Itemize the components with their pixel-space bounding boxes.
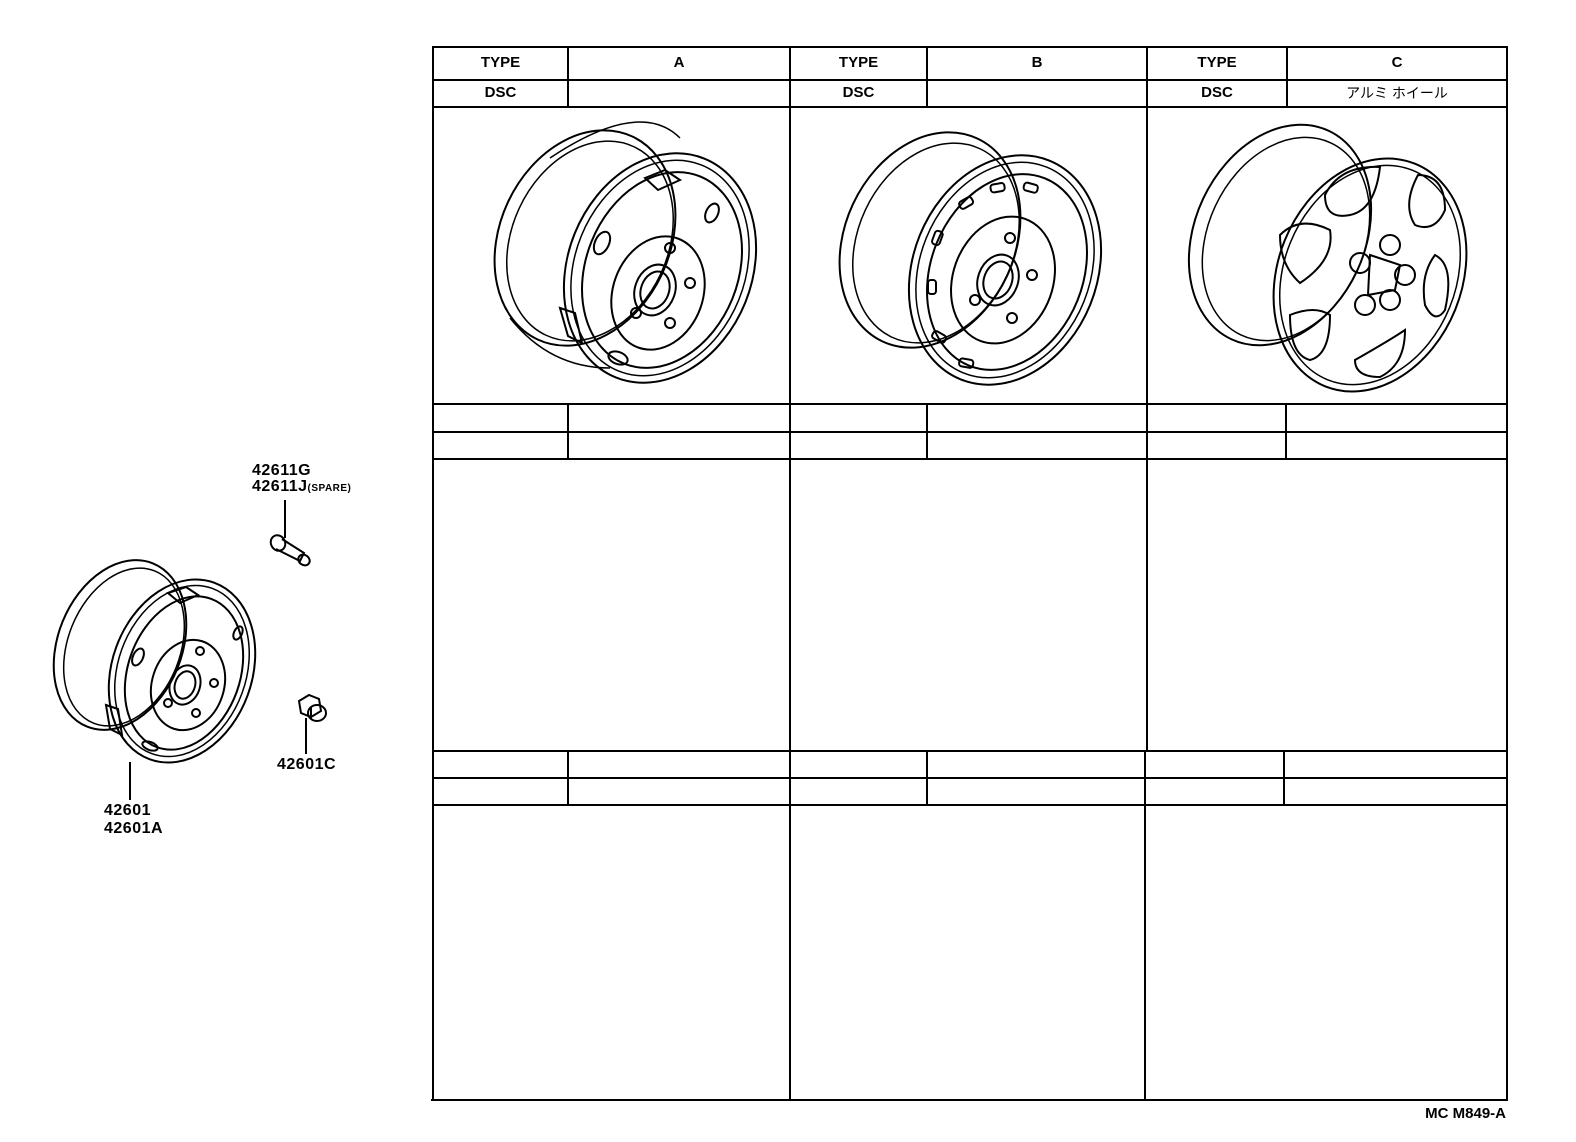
row-divider [433, 804, 1508, 806]
valve-spare-part-number: 42611J(SPARE) [252, 479, 351, 497]
type-value-b: B [1031, 54, 1043, 71]
type-value-a: A [673, 54, 685, 71]
row-divider [433, 79, 1508, 81]
row-divider [433, 403, 1508, 405]
table-border-right [1506, 46, 1508, 1101]
dsc-value-c: アルミ ホイール [1346, 85, 1448, 101]
row-divider [433, 777, 1508, 779]
inner-divider [1286, 46, 1288, 108]
disc-wheel-icon [52, 559, 257, 764]
inner-divider [926, 403, 928, 460]
row-divider [433, 750, 1508, 752]
dsc-label-a: DSC [484, 84, 517, 101]
column-divider [1146, 46, 1148, 451]
row-divider [433, 458, 1508, 460]
diagram-code: MC M849-A [1425, 1105, 1506, 1122]
wheel-alt-part-number: 42601A [104, 820, 164, 837]
spare-note: (SPARE) [307, 483, 352, 494]
dsc-label-b: DSC [842, 84, 875, 101]
row-divider [433, 431, 1508, 433]
inner-divider [926, 750, 928, 806]
table-border-bottom [431, 1099, 1508, 1101]
type-label-c: TYPE [1197, 54, 1237, 71]
inner-divider [926, 46, 928, 108]
inner-divider [1283, 750, 1285, 806]
dsc-label-c: DSC [1201, 84, 1233, 101]
wheel-part-number: 42601 [104, 802, 151, 819]
inner-divider [567, 750, 569, 806]
column-divider [789, 46, 791, 1101]
nut-part-number: 42601C [277, 756, 337, 773]
wheel-type-a-illustration [493, 121, 758, 384]
nut-leader-line [305, 718, 307, 754]
valve-leader-line [284, 500, 286, 538]
table-border-top [433, 46, 1508, 48]
valve-spare-number: 42611J [252, 478, 308, 495]
inner-divider [1285, 403, 1287, 460]
inner-divider [567, 46, 569, 108]
valve-part-number: 42611G [252, 462, 312, 479]
type-label-a: TYPE [480, 54, 521, 71]
inner-divider [567, 403, 569, 460]
column-divider [1146, 403, 1148, 751]
column-divider [1144, 750, 1146, 1101]
hub-nut-icon [297, 693, 327, 722]
wheel-leader-line [129, 762, 131, 800]
table-border-left [432, 46, 434, 1101]
wheel-type-b-illustration [838, 131, 1103, 386]
valve-stem-icon [269, 534, 311, 567]
type-value-c: C [1391, 54, 1403, 71]
wheel-type-c-illustration [1187, 123, 1468, 393]
row-divider [433, 106, 1508, 108]
type-label-b: TYPE [838, 54, 879, 71]
